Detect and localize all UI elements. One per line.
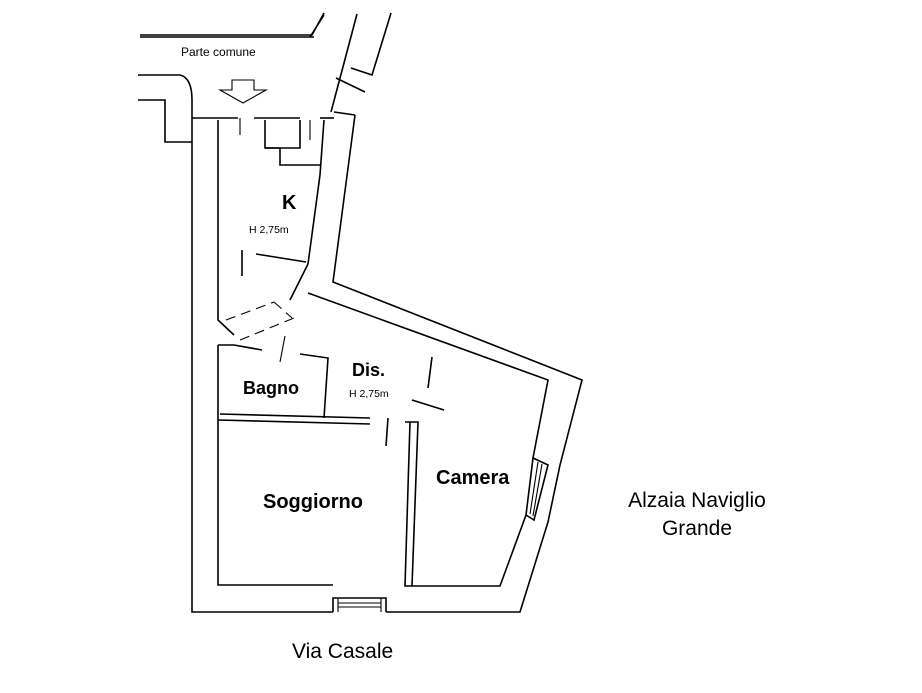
street-label-east-line2: Grande (661, 517, 733, 540)
entrance-arrow-icon (217, 79, 269, 104)
inner-walls (217, 118, 549, 587)
stair-wall (330, 12, 392, 113)
room-name-living: Soggiorno (263, 491, 363, 513)
street-label-south: Via Casale (292, 640, 394, 663)
room-name-bathroom: Bagno (243, 378, 299, 398)
open-passages (225, 301, 295, 341)
common-area-boundary (138, 12, 325, 143)
room-height-hall: H 2,75m (349, 388, 389, 400)
room-name-hall: Dis. (352, 360, 386, 380)
room-name-kitchen: K (282, 192, 297, 214)
room-name-bedroom: Camera (436, 467, 510, 489)
street-label-east-line1: Alzaia Naviglio (628, 489, 766, 512)
street-label-east: Alzaia Naviglio Grande (612, 487, 782, 543)
common-area-label: Parte comune (181, 45, 256, 59)
room-height-kitchen: H 2,75m (249, 224, 289, 236)
outer-walls (191, 111, 583, 613)
